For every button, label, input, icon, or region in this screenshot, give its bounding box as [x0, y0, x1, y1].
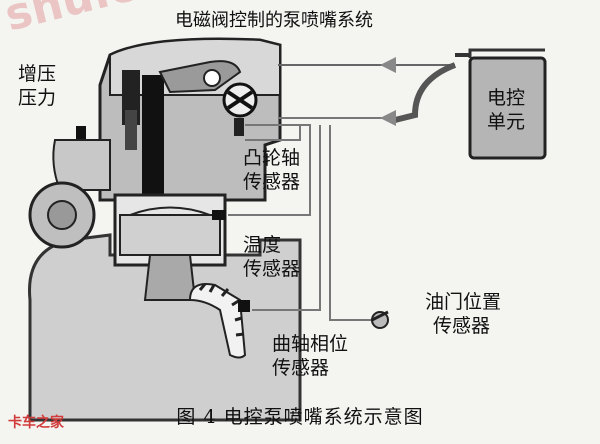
ecu-box — [468, 56, 547, 160]
ecu-wire-bundle — [394, 62, 457, 123]
pump-injector — [142, 75, 164, 195]
crank-sensor — [238, 300, 250, 312]
temp-sensor — [212, 210, 226, 220]
label-ecu: 电控 单元 — [487, 87, 526, 133]
boost-sensor — [76, 126, 86, 146]
label-throttle-position-sensor: 油门位置 传感器 — [425, 291, 502, 337]
arrow-head — [380, 110, 396, 126]
throttle-sensor — [371, 310, 389, 329]
intake-manifold — [52, 139, 111, 191]
arrow-head — [380, 57, 396, 73]
label-camshaft-sensor: 凸轮轴 传感器 — [243, 147, 301, 193]
crank-gear — [188, 283, 247, 359]
rocker-arm — [158, 60, 242, 94]
piston — [119, 214, 221, 256]
site-logo: 卡车之家 — [8, 415, 64, 431]
label-temperature-sensor: 温度 传感器 — [243, 234, 301, 280]
label-crank-phase-sensor: 曲轴相位 传感器 — [272, 333, 349, 379]
figure-caption: 图 4 电控泵喷嘴系统示意图 — [176, 406, 424, 428]
diagram-title: 电磁阀控制的泵喷嘴系统 — [175, 10, 373, 31]
connecting-rod — [143, 254, 197, 301]
label-boost-pressure: 增压 压力 — [18, 63, 57, 109]
camshaft-sensor — [234, 118, 244, 136]
